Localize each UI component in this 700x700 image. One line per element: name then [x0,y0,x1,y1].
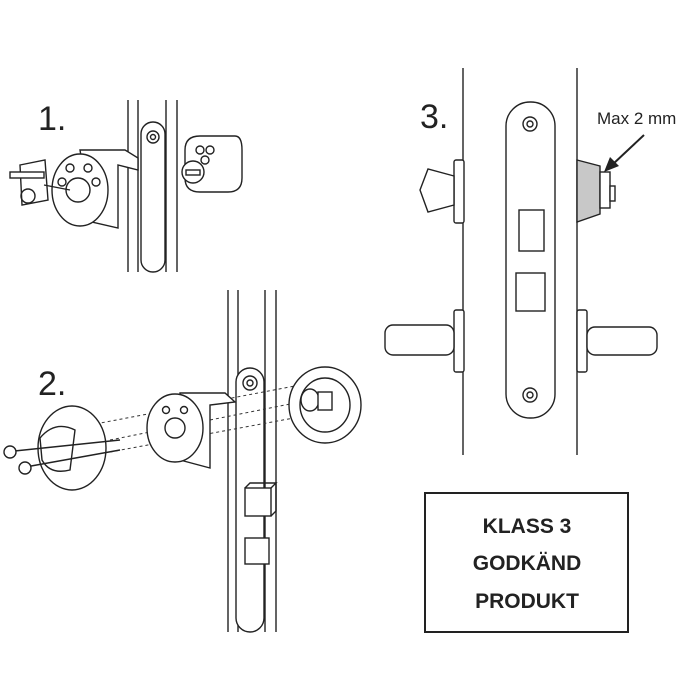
rosette-middle [146,392,237,469]
rosette-right [288,366,362,444]
cylinder-icon [181,135,243,193]
cylinder-ring [576,159,601,223]
max-gap-label: Max 2 mm [597,109,676,128]
step-1-label: 1. [38,100,66,138]
step-2-label: 2. [38,365,66,403]
certification-box: KLASS 3 GODKÄND PRODUKT [424,492,629,633]
strike-plate [140,121,166,273]
bolt-opening [515,272,546,312]
cert-line-3: PRODUKT [475,590,579,613]
step-1-illustration: 1. [9,100,243,273]
handle-right [586,326,658,356]
handle-left [384,324,455,356]
cert-line-2: GODKÄND [473,552,582,575]
thumbturn-icon [419,168,455,213]
step-3-illustration: 3. Max 2 mm [384,68,676,455]
step-3-label: 3. [420,98,448,136]
latch-opening [518,209,545,252]
latch-cube [244,487,272,517]
rosette-left [3,405,121,491]
faceplate [505,101,556,419]
arrow-icon [604,134,645,172]
cert-line-1: KLASS 3 [483,515,572,538]
rosette-bracket [9,149,139,229]
bolt-cube [244,537,270,565]
step-2-illustration: 2. [3,290,362,633]
